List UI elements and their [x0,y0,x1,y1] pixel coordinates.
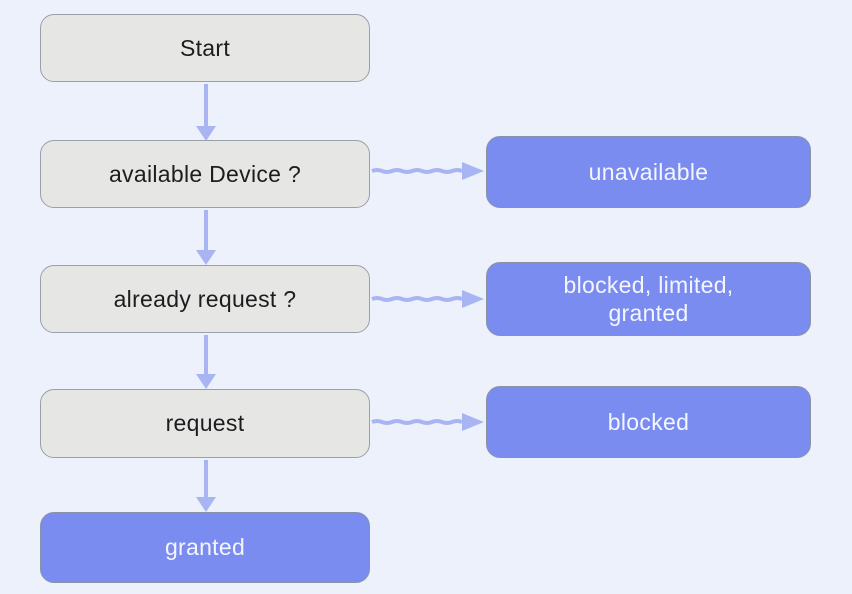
node-already-request: already request ? [40,265,370,333]
node-available-device-label: available Device ? [108,160,302,187]
node-start-label: Start [179,34,231,61]
node-already-request-label: already request ? [113,285,297,312]
arrow-available-device-to-already-request [196,210,216,265]
node-blocked: blocked [486,386,811,458]
node-start: Start [40,14,370,82]
node-granted: granted [40,512,370,583]
arrow-start-to-available-device [196,84,216,141]
node-blocked-limited-granted: blocked, limited, granted [486,262,811,336]
arrow-already-request-to-blocked-limited [371,290,484,308]
node-blocked-label: blocked [607,408,690,435]
node-request: request [40,389,370,458]
node-unavailable: unavailable [486,136,811,208]
node-blocked-limited-granted-line2: granted [608,300,689,326]
node-granted-label: granted [164,534,246,561]
node-request-label: request [165,410,245,437]
arrow-available-device-to-unavailable [371,162,484,180]
node-blocked-limited-granted-line1: blocked, limited, [563,271,734,298]
arrow-request-to-granted [196,460,216,512]
node-unavailable-label: unavailable [588,158,709,185]
arrow-request-to-blocked [371,413,484,431]
node-available-device: available Device ? [40,140,370,208]
arrow-already-request-to-request [196,335,216,389]
